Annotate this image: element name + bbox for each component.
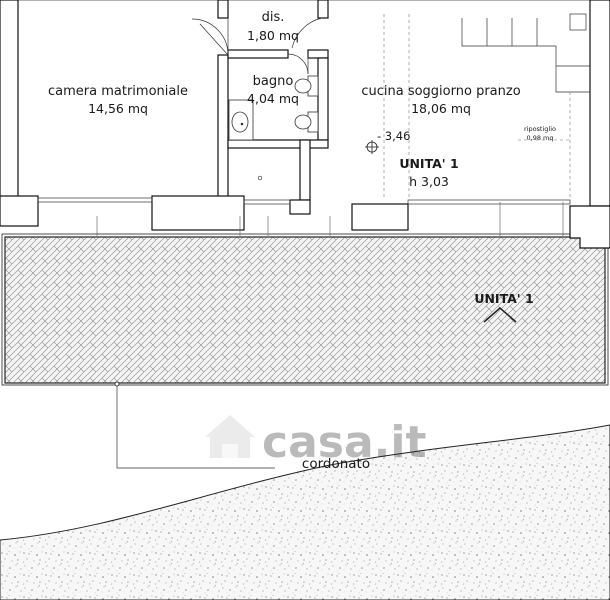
terrace-unit-label: UNITA' 1 xyxy=(474,291,533,306)
facade-pier-cucina xyxy=(351,203,409,231)
door-leaf-camera xyxy=(199,23,229,56)
wall-camera-right xyxy=(217,54,229,203)
room-area-camera: 14,56 mq xyxy=(88,101,148,116)
facade-window-sill-3 xyxy=(407,199,571,205)
garden-area xyxy=(0,424,610,600)
cordonato-leader xyxy=(116,386,275,469)
svg-text:casa.it: casa.it xyxy=(262,417,426,468)
terrace-chevron-icon xyxy=(483,307,517,323)
wall-right xyxy=(589,0,610,207)
door-swing-bagno xyxy=(287,53,309,75)
sink-drain xyxy=(240,122,244,126)
wall-dis-bagno-right xyxy=(307,49,329,59)
wall-jamb-foot xyxy=(289,199,311,215)
wall-top-left xyxy=(217,0,229,19)
facade-mid-pier xyxy=(151,195,245,231)
room-name-dis: dis. xyxy=(262,10,285,25)
terrace-outer-edge xyxy=(1,233,609,386)
facade-left-pier xyxy=(0,195,39,227)
room-name-ripostiglio: ripostiglio xyxy=(524,125,556,133)
room-area-ripostiglio: 0,98 mq xyxy=(527,134,554,142)
wall-right-corner xyxy=(569,205,610,249)
wall-bagno-cucina xyxy=(317,57,329,141)
wall-bagno-bottom xyxy=(227,139,329,149)
facade-ticks xyxy=(96,202,564,236)
facade-window-sill-2 xyxy=(243,199,291,205)
wall-left xyxy=(0,0,19,203)
terrace-paving xyxy=(4,236,606,384)
kitchen-corner-unit xyxy=(569,13,587,31)
level-marker-icon xyxy=(365,140,379,154)
room-name-camera: camera matrimoniale xyxy=(48,84,188,99)
toilet-bowl xyxy=(294,78,312,94)
ceiling-height: h 3,03 xyxy=(409,174,449,189)
wall-dis-bagno xyxy=(227,49,289,59)
room-area-cucina: 18,06 mq xyxy=(411,101,471,116)
room-name-bagno: bagno xyxy=(253,74,294,89)
sink-basin xyxy=(231,111,249,133)
kitchen-counter xyxy=(461,18,590,93)
facade-window-sill-1 xyxy=(37,197,153,203)
wall-top-mid xyxy=(317,0,329,19)
room-name-cucina: cucina soggiorno pranzo xyxy=(361,84,520,99)
cordonato-marker xyxy=(114,381,120,387)
unit-label: UNITA' 1 xyxy=(399,156,458,171)
wall-bagno-jamb xyxy=(299,139,311,201)
casa-logo-watermark: casa.it xyxy=(205,415,426,468)
door-swing-camera xyxy=(191,18,229,56)
level-value: - 3,46 xyxy=(377,129,410,143)
room-area-bagno: 4,04 mq xyxy=(247,91,299,106)
bidet-bowl xyxy=(294,114,312,130)
cordonato-label: cordonato xyxy=(302,456,370,472)
door-swing-cucina xyxy=(291,17,323,49)
floor-drain xyxy=(257,175,263,181)
room-area-dis: 1,80 mq xyxy=(247,28,299,43)
